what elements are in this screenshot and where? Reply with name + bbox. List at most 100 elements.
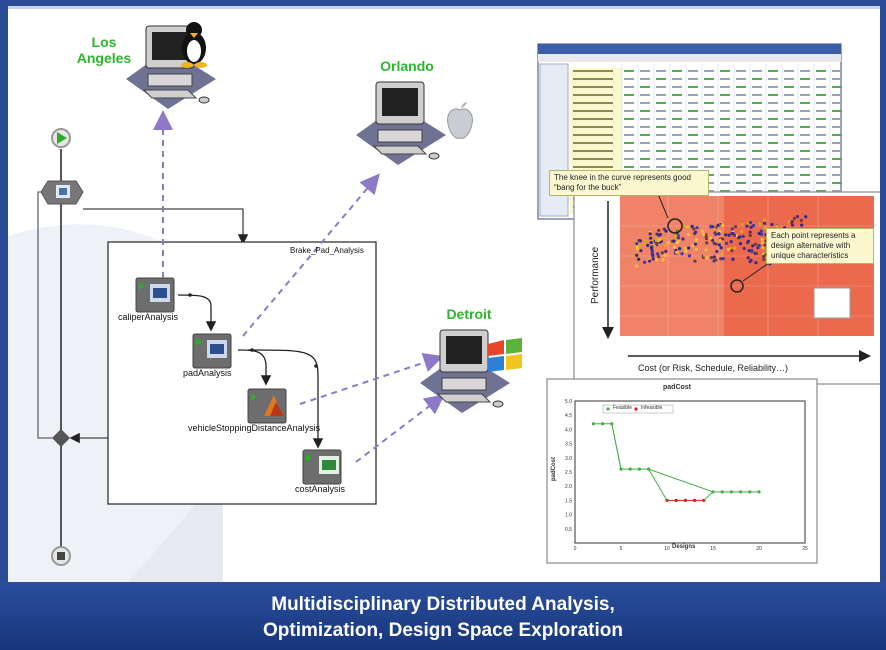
sheet-cell — [640, 118, 650, 120]
tradeoff-point — [729, 240, 733, 244]
tradeoff-point — [757, 231, 761, 236]
linux-icon — [181, 22, 207, 68]
tradeoff-point — [804, 215, 808, 219]
tradeoff-point — [763, 243, 767, 247]
tradeoff-point — [690, 224, 694, 228]
tradeoff-point — [694, 247, 698, 251]
sheet-cell — [640, 150, 650, 152]
sheet-cell — [784, 86, 794, 88]
sheet-cell — [672, 70, 682, 72]
input-node[interactable] — [40, 180, 84, 205]
sheet-cell — [752, 158, 762, 160]
padcost-point — [601, 422, 605, 426]
sheet-cell — [720, 190, 730, 192]
sheet-cell — [768, 174, 778, 176]
sheet-cell — [704, 166, 714, 168]
sheet-cell — [752, 166, 762, 168]
sheet-cell — [656, 94, 666, 96]
tradeoff-point — [644, 239, 648, 243]
sheet-cell — [752, 126, 762, 128]
tradeoff-point — [652, 244, 657, 248]
tradeoff-point — [740, 222, 744, 226]
tradeoff-point — [663, 253, 667, 258]
sheet-cell — [784, 190, 794, 192]
tradeoff-point — [746, 221, 750, 226]
start-node[interactable] — [51, 128, 71, 148]
node-label-pad: padAnalysis — [183, 368, 232, 378]
tradeoff-point — [646, 243, 650, 247]
tradeoff-point — [757, 243, 761, 248]
sheet-cell — [736, 94, 746, 96]
tradeoff-point — [682, 224, 686, 228]
tradeoff-point — [730, 249, 734, 253]
padcost-y-tick: 3.5 — [565, 442, 572, 448]
sheet-cell — [752, 94, 762, 96]
node-pad-analysis[interactable] — [192, 333, 232, 369]
legend-infeasible-marker — [634, 407, 638, 411]
sheet-cell — [752, 86, 762, 88]
padcost-step — [648, 468, 668, 501]
tradeoff-point — [643, 242, 647, 247]
padcost-point — [683, 498, 688, 502]
sheet-cell — [784, 118, 794, 120]
tradeoff-point — [742, 246, 746, 251]
sheet-cell — [832, 70, 842, 72]
tradeoff-point — [683, 246, 687, 250]
padcost-y-tick: 1.0 — [565, 513, 572, 519]
sheet-cell — [736, 190, 746, 192]
sheet-cell — [688, 166, 698, 168]
tradeoff-point — [714, 232, 718, 237]
sheet-cell — [672, 142, 682, 144]
tradeoff-point — [762, 218, 766, 222]
sheet-cell — [704, 142, 714, 144]
sheet-cell — [656, 86, 666, 88]
sheet-cell — [704, 94, 714, 96]
padcost-y-tick: 4.0 — [565, 427, 572, 433]
sheet-row-label — [573, 86, 613, 88]
sheet-cell — [736, 174, 746, 176]
sheet-cell — [768, 86, 778, 88]
sheet-cell — [720, 174, 730, 176]
tradeoff-point — [712, 255, 716, 259]
sheet-cell — [672, 158, 682, 160]
sheet-cell — [720, 86, 730, 88]
sheet-cell — [688, 78, 698, 80]
tradeoff-point — [658, 232, 663, 237]
sheet-cell — [736, 78, 746, 80]
end-node[interactable] — [51, 546, 71, 566]
node-vehicle-stopping-analysis[interactable] — [247, 388, 287, 424]
sheet-row-label — [573, 134, 613, 136]
padcost-xlabel: Designs — [672, 544, 696, 550]
tradeoff-point — [738, 242, 743, 246]
tradeoff-point — [666, 240, 670, 245]
sheet-cell — [784, 70, 794, 72]
sheet-cell — [624, 118, 634, 120]
decision-diamond[interactable] — [52, 429, 70, 447]
sheet-cell — [672, 134, 682, 136]
tradeoff-point — [775, 224, 779, 228]
tradeoff-point — [754, 251, 759, 256]
tradeoff-point — [770, 222, 774, 227]
sheet-cell — [816, 142, 826, 144]
tradeoff-point — [677, 239, 681, 243]
tradeoff-point — [693, 259, 697, 263]
legend-infeasible: Infeasible — [641, 405, 663, 411]
tradeoff-point — [658, 237, 662, 242]
node-cost-analysis[interactable] — [302, 449, 342, 485]
padcost-point — [628, 467, 632, 471]
tradeoff-point — [760, 241, 764, 245]
sheet-cell — [784, 94, 794, 96]
tradeoff-point — [700, 229, 704, 233]
tradeoff-point — [719, 246, 723, 250]
sheet-cell — [640, 166, 650, 168]
tradeoff-point — [639, 249, 643, 253]
sheet-cell — [704, 182, 714, 184]
tradeoff-point — [648, 232, 652, 236]
sheet-cell — [736, 142, 746, 144]
sheet-cell — [816, 150, 826, 152]
sheet-cell — [800, 118, 810, 120]
tradeoff-point — [686, 232, 691, 237]
node-caliper-analysis[interactable] — [135, 277, 175, 313]
tradeoff-point — [715, 249, 719, 254]
sheet-cell — [800, 174, 810, 176]
